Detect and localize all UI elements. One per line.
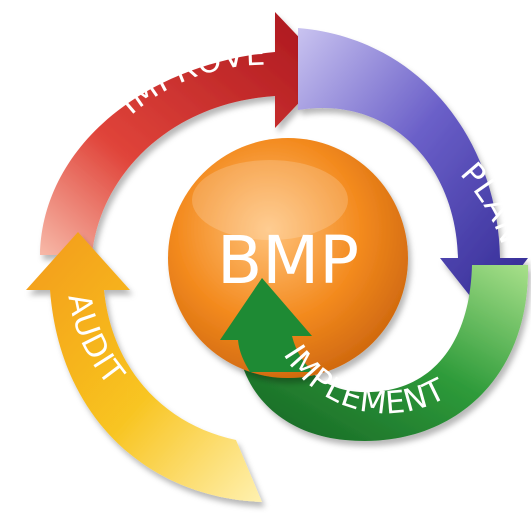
audit-arrow <box>26 232 262 502</box>
implement-arrowhead <box>220 278 314 372</box>
improve-arrow <box>40 12 330 255</box>
center-circle <box>168 138 408 378</box>
plan-arrow <box>298 28 528 315</box>
implement-arrow <box>220 265 529 441</box>
center-label: BMP <box>217 222 359 299</box>
